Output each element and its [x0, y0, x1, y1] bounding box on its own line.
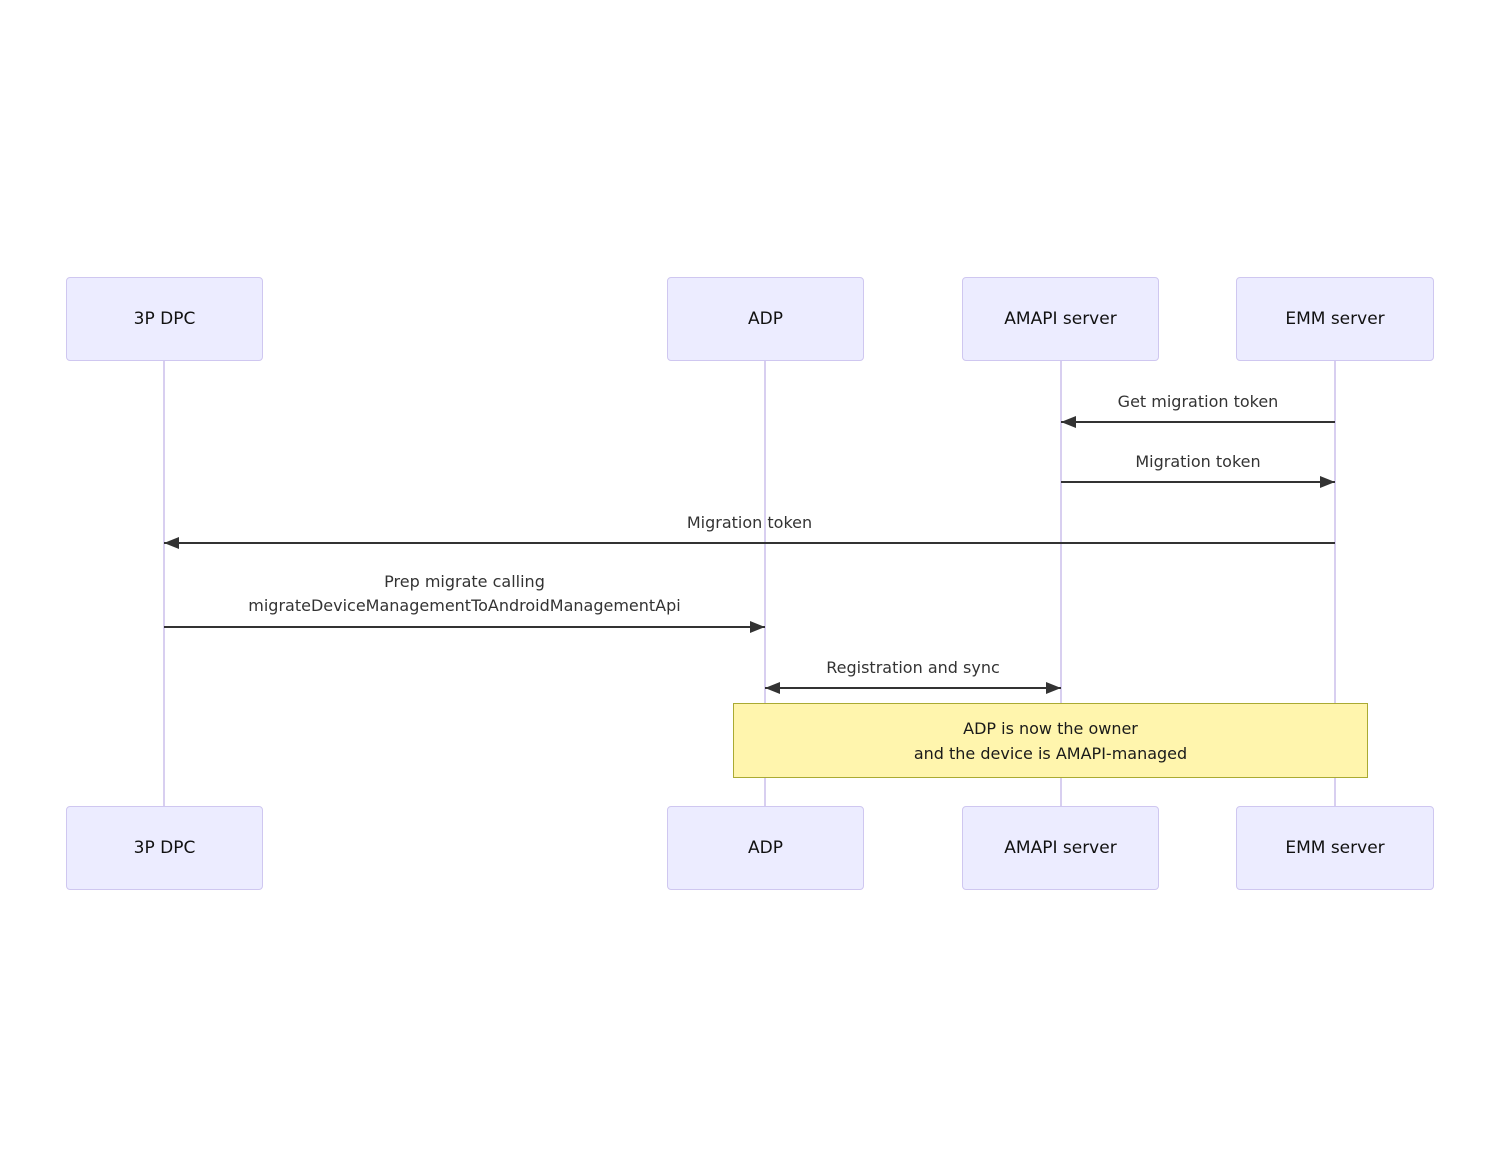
actor-bottom-adp: ADP	[667, 806, 864, 890]
message-label-get-migration-token: Get migration token	[1117, 392, 1279, 411]
lifeline-emm-server	[1334, 361, 1336, 806]
arrowhead-right-icon	[750, 621, 765, 633]
message-line	[1061, 481, 1335, 483]
lifeline-3p-dpc	[163, 361, 165, 806]
arrowhead-right-icon	[1320, 476, 1335, 488]
actor-label: ADP	[748, 309, 783, 329]
lifeline-amapi-server	[1060, 361, 1062, 806]
actor-label: AMAPI server	[1004, 309, 1117, 329]
note-over-adp-emm: ADP is now the owner and the device is A…	[733, 703, 1368, 778]
actor-label: EMM server	[1285, 309, 1385, 329]
message-label-migration-token: Migration token	[1135, 452, 1261, 471]
actor-bottom-emm-server: EMM server	[1236, 806, 1434, 890]
message-line	[1061, 421, 1335, 423]
arrowhead-right-icon	[1046, 682, 1061, 694]
message-line	[164, 626, 765, 628]
lifeline-adp	[764, 361, 766, 806]
actor-label: AMAPI server	[1004, 838, 1117, 858]
actor-bottom-amapi-server: AMAPI server	[962, 806, 1159, 890]
message-label-migration-token-to-dpc: Migration token	[686, 513, 813, 532]
message-label-registration-and-sync: Registration and sync	[826, 658, 1000, 677]
actor-top-3p-dpc: 3P DPC	[66, 277, 263, 361]
actor-top-amapi-server: AMAPI server	[962, 277, 1159, 361]
actor-label: 3P DPC	[133, 309, 196, 329]
arrowhead-left-icon	[1061, 416, 1076, 428]
actor-label: EMM server	[1285, 838, 1385, 858]
message-line	[765, 687, 1061, 689]
actor-top-emm-server: EMM server	[1236, 277, 1434, 361]
note-text: ADP is now the owner and the device is A…	[913, 718, 1188, 763]
actor-label: 3P DPC	[133, 838, 196, 858]
message-line	[164, 542, 1335, 544]
arrowhead-left-icon	[164, 537, 179, 549]
actor-bottom-3p-dpc: 3P DPC	[66, 806, 263, 890]
arrowhead-left-icon	[765, 682, 780, 694]
message-label-prep-migrate: Prep migrate calling migrateDeviceManage…	[248, 572, 681, 615]
actor-top-adp: ADP	[667, 277, 864, 361]
actor-label: ADP	[748, 838, 783, 858]
